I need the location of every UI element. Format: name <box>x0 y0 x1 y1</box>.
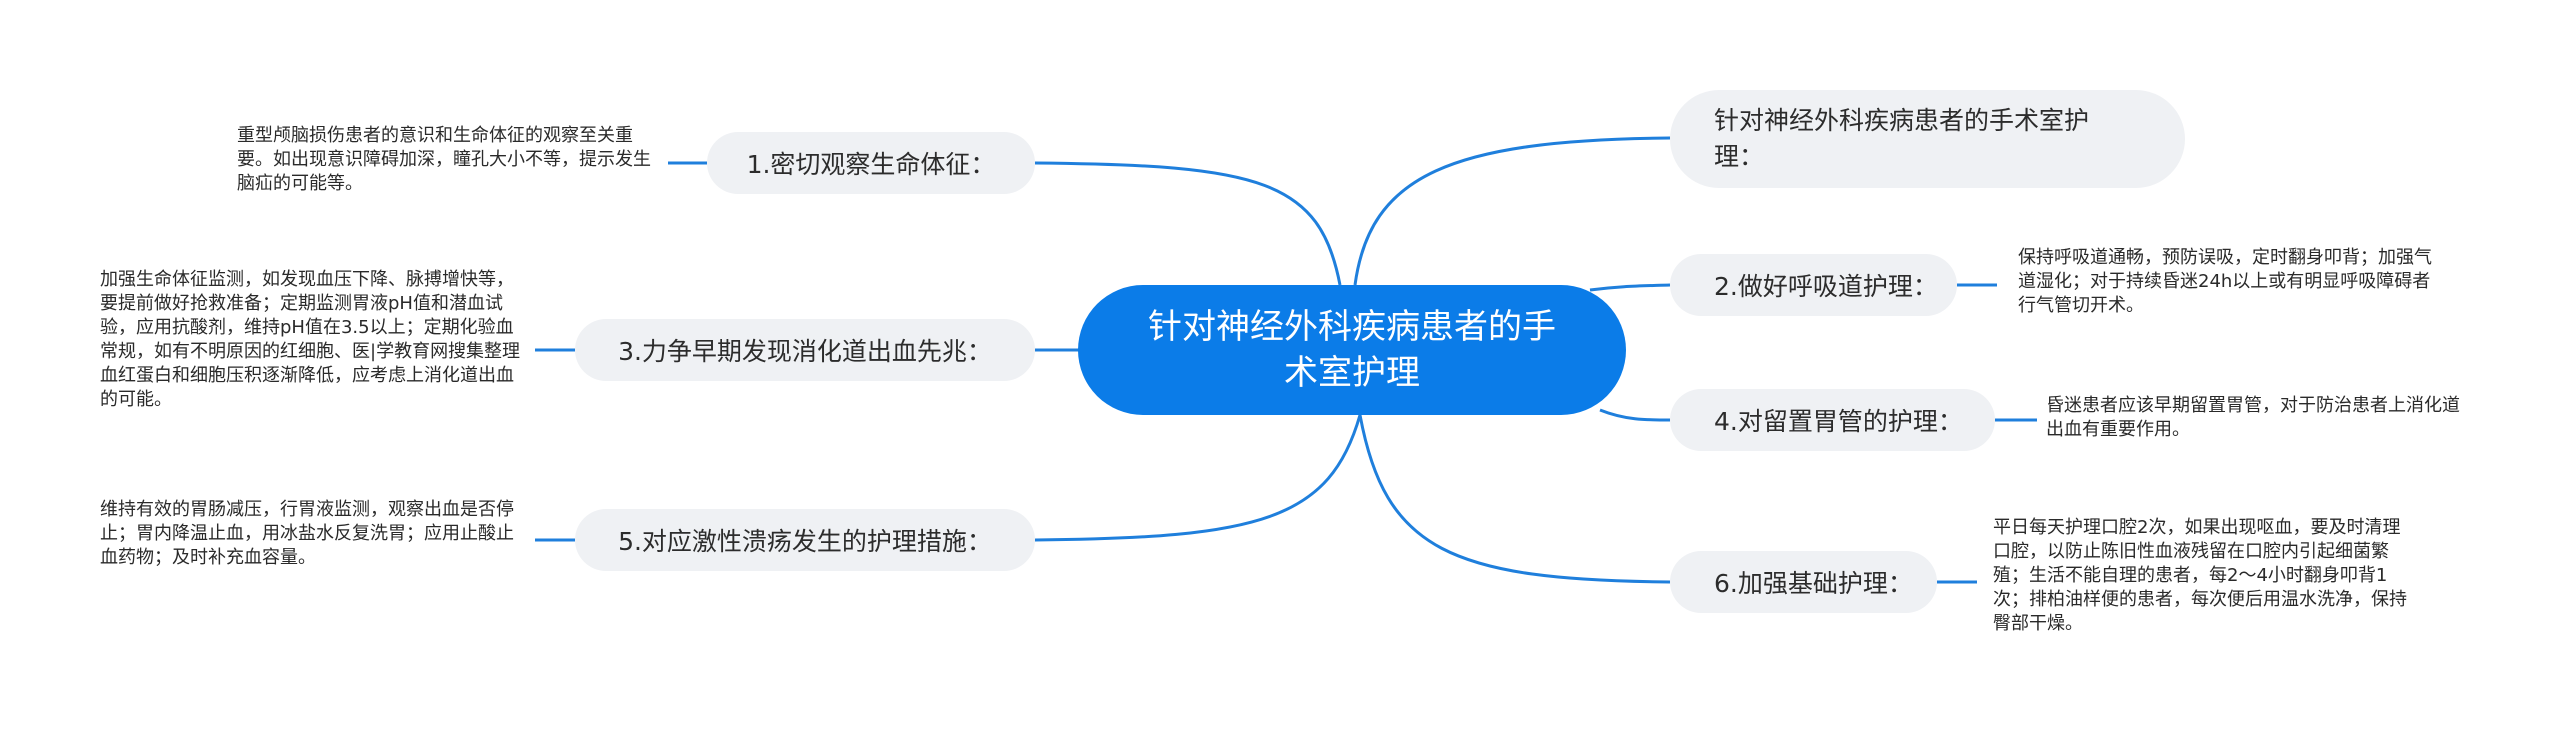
note-observe-vital-signs: 重型颅脑损伤患者的意识和生命体征的观察至关重要。如出现意识障碍加深，瞳孔大小不等… <box>237 125 651 194</box>
branch-label: 1.密切观察生命体征： <box>746 150 996 179</box>
branch-early-bleeding-detection[interactable]: 3.力争早期发现消化道出血先兆： <box>575 319 1035 381</box>
note-stress-ulcer-care: 维持有效的胃肠减压，行胃液监测，观察出血是否停止；胃内降温止血，用冰盐水反复洗胃… <box>100 499 514 568</box>
branch-label: 针对神经外科疾病患者的手术室护理： <box>1714 106 2090 171</box>
link-b5 <box>1034 414 1362 542</box>
note-airway-care: 保持呼吸道通畅，预防误吸，定时翻身叩背；加强气道湿化；对于持续昏迷24h以上或有… <box>2018 247 2432 316</box>
branch-label: 3.力争早期发现消化道出血先兆： <box>618 337 992 366</box>
branch-basic-care[interactable]: 6.加强基础护理： <box>1670 551 1937 613</box>
link-b1 <box>1034 161 1342 286</box>
connector-lines <box>535 136 2037 584</box>
link-b6 <box>1358 414 1671 584</box>
note-basic-care: 平日每天护理口腔2次，如果出现呕血，要及时清理口腔，以防止陈旧性血液残留在口腔内… <box>1993 517 2407 634</box>
branch-label: 6.加强基础护理： <box>1714 569 1913 598</box>
central-topic[interactable]: 针对神经外科疾病患者的手术室护理 <box>1078 285 1626 415</box>
link-b4 <box>1599 408 1671 422</box>
link-b2 <box>1589 283 1671 292</box>
note-gastric-tube-care: 昏迷患者应该早期留置胃管，对于防治患者上消化道出血有重要作用。 <box>2046 395 2460 440</box>
branch-label: 2.做好呼吸道护理： <box>1714 272 1938 301</box>
branch-gastric-tube-care[interactable]: 4.对留置胃管的护理： <box>1670 389 1995 451</box>
branch-label: 4.对留置胃管的护理： <box>1714 407 1963 436</box>
branch-intro[interactable]: 针对神经外科疾病患者的手术室护理： <box>1670 90 2185 188</box>
branch-airway-care[interactable]: 2.做好呼吸道护理： <box>1670 254 1957 316</box>
branch-stress-ulcer-care[interactable]: 5.对应激性溃疡发生的护理措施： <box>575 509 1035 571</box>
branch-label: 5.对应激性溃疡发生的护理措施： <box>618 527 992 556</box>
link-intro <box>1353 136 1671 286</box>
central-topic-title: 针对神经外科疾病患者的手术室护理 <box>1148 307 1556 393</box>
note-early-bleeding-detection: 加强生命体征监测，如发现血压下降、脉搏增快等，要提前做好抢救准备；定期监测胃液p… <box>100 269 521 410</box>
branch-observe-vital-signs[interactable]: 1.密切观察生命体征： <box>707 132 1035 194</box>
